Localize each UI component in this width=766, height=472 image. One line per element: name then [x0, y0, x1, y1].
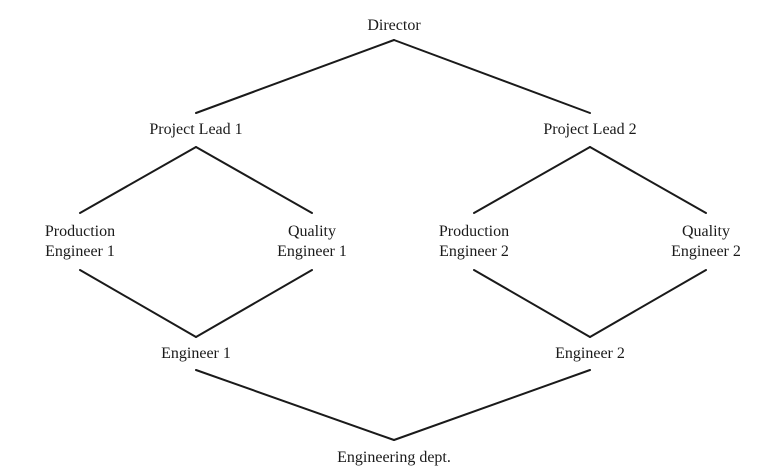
node-project-lead-2: Project Lead 2: [543, 120, 636, 140]
node-project-lead-1-label: Project Lead 1: [149, 121, 243, 138]
node-engineer-1-label: Engineer 1: [161, 345, 231, 362]
node-engineering-dept: Engineering dept.: [337, 448, 451, 468]
node-quality-engineer-2: Quality Engineer 2: [671, 222, 741, 262]
node-quality-engineer-1-line2: Engineer 1: [277, 243, 347, 260]
node-production-engineer-1: Production Engineer 1: [45, 222, 115, 262]
edge-production-engineer-2-engineer-2: [473, 269, 591, 338]
node-engineer-1: Engineer 1: [161, 344, 231, 364]
node-production-engineer-2-line2: Engineer 2: [439, 243, 509, 260]
node-quality-engineer-2-line2: Engineer 2: [671, 243, 741, 260]
edge-director-project-lead-1: [195, 39, 395, 114]
node-director-label: Director: [367, 17, 421, 34]
node-engineer-2-label: Engineer 2: [555, 345, 625, 362]
node-production-engineer-2-line1: Production: [438, 223, 510, 240]
node-production-engineer-2: Production Engineer 2: [439, 222, 509, 262]
edge-quality-engineer-2-engineer-2: [589, 269, 707, 338]
node-quality-engineer-1: Quality Engineer 1: [277, 222, 347, 262]
edge-production-engineer-1-engineer-1: [79, 269, 197, 338]
edge-project-lead-2-production-engineer-2: [473, 146, 591, 214]
node-quality-engineer-1-line1: Quality: [288, 223, 336, 240]
node-project-lead-2-label: Project Lead 2: [543, 121, 637, 138]
node-engineering-dept-label: Engineering dept.: [337, 449, 451, 466]
edge-director-project-lead-2: [393, 39, 591, 114]
node-production-engineer-1-line1: Production: [44, 223, 116, 240]
edge-project-lead-2-quality-engineer-2: [589, 146, 707, 214]
edge-project-lead-1-production-engineer-1: [79, 146, 197, 214]
edge-project-lead-1-quality-engineer-1: [195, 146, 313, 214]
node-engineer-2: Engineer 2: [555, 344, 625, 364]
node-director: Director: [367, 16, 420, 36]
node-quality-engineer-2-line1: Quality: [682, 223, 730, 240]
node-project-lead-1: Project Lead 1: [149, 120, 242, 140]
edge-engineer-1-engineering-dept: [195, 369, 395, 441]
edge-quality-engineer-1-engineer-1: [195, 269, 313, 338]
edge-engineer-2-engineering-dept: [393, 369, 591, 441]
node-production-engineer-1-line2: Engineer 1: [45, 243, 115, 260]
